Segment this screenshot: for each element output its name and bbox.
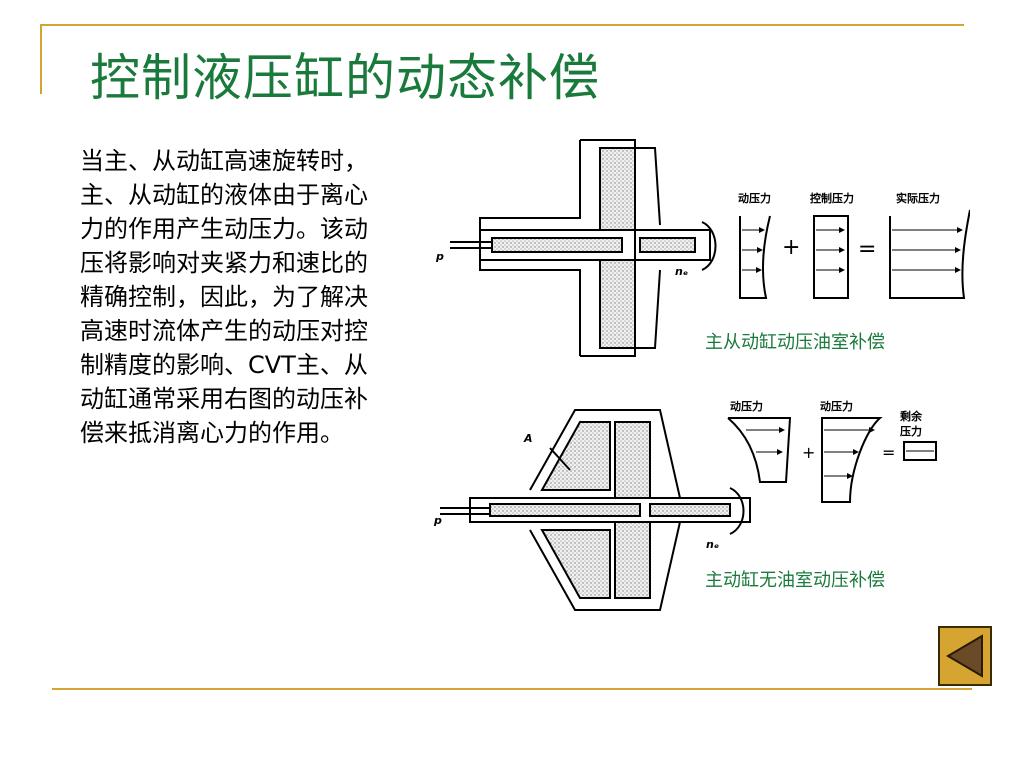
figure2-dynamic-label-b: 动压力	[820, 399, 853, 413]
figure2-residual-label-1: 剩余	[900, 409, 923, 423]
figure2-caption: 主动缸无油室动压补偿	[705, 570, 885, 591]
figure2-p-label: p	[433, 514, 442, 527]
previous-slide-button[interactable]	[938, 626, 992, 686]
figure2-residual-pressure-shape	[903, 441, 937, 461]
figure1-p-label: p	[435, 250, 444, 263]
figure1-cylinder	[450, 139, 717, 357]
figure1-control-label: 控制压力	[810, 191, 854, 205]
figure2-a-label: A	[523, 432, 533, 445]
bottom-rule	[52, 688, 972, 690]
figure1-dynamic-pressure-shape	[739, 215, 771, 299]
top-rule	[40, 24, 964, 26]
slide-title: 控制液压缸的动态补偿	[90, 49, 600, 107]
figure1-caption: 主从动缸动压油室补偿	[705, 332, 885, 353]
figure1-control-pressure-shape	[813, 215, 849, 299]
figure1-actual-label: 实际压力	[896, 191, 940, 205]
figure2-dynamic-pressure-shape-a	[727, 417, 792, 483]
figure1-equals-sign: =	[858, 237, 876, 262]
figure2-dynamic-pressure-shape-b	[821, 417, 883, 503]
figure2-equals-sign: =	[882, 443, 895, 462]
figure2-residual-label-2: 压力	[900, 424, 922, 438]
figure2-cylinder	[440, 409, 751, 611]
figure2-plus-sign: +	[802, 443, 815, 462]
figure1-plus-sign: +	[782, 235, 800, 260]
figure1-dynamic-label: 动压力	[738, 191, 771, 205]
left-rule	[40, 24, 42, 94]
body-paragraph: 当主、从动缸高速旋转时，主、从动缸的液体由于离心力的作用产生动压力。该动压将影响…	[80, 147, 368, 447]
figure2-ne-label: nₑ	[706, 538, 719, 551]
compensation-diagrams: p nₑ 动压力 控制压力 实际压力 + = A p	[433, 139, 970, 611]
figure1-actual-pressure-shape	[889, 209, 970, 299]
triangle-left-icon	[946, 634, 983, 678]
figure2-dynamic-label-a: 动压力	[730, 399, 763, 413]
figure1-ne-label: nₑ	[675, 265, 688, 278]
body-text: 当主、从动缸高速旋转时，主、从动缸的液体由于离心力的作用产生动压力。该动压将影响…	[80, 144, 370, 450]
